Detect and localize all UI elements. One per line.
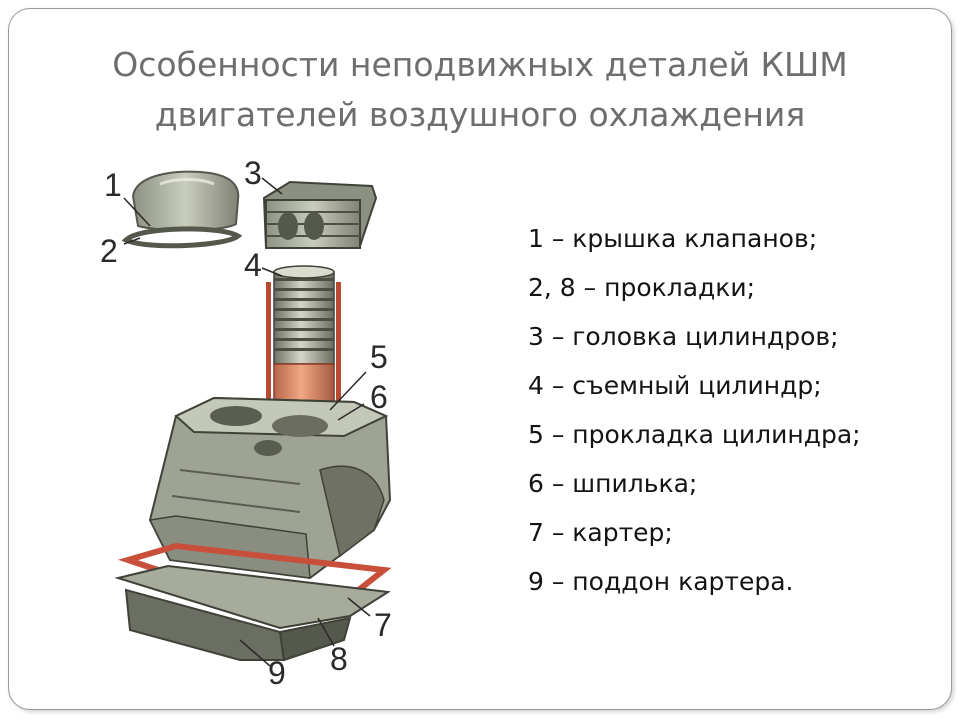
legend-item-2-8: 2, 8 – прокладки; (528, 273, 756, 302)
callout-6: 6 (370, 379, 388, 415)
legend-item-7: 7 – картер; (528, 518, 673, 547)
legend-item-6: 6 – шпилька; (528, 469, 698, 498)
callout-1: 1 (104, 167, 122, 203)
callout-8: 8 (330, 641, 348, 677)
callout-2: 2 (100, 233, 118, 269)
slide-title: Особенности неподвижных деталей КШМ двиг… (60, 40, 900, 140)
oil-pan (114, 564, 391, 662)
callout-leaders (123, 177, 371, 667)
legend-item-9: 9 – поддон картера. (528, 567, 794, 596)
valve-cover (131, 170, 240, 232)
legend-item-1: 1 – крышка клапанов; (528, 224, 818, 253)
callout-5: 5 (370, 339, 388, 375)
title-line-2: двигателей воздушного охлаждения (154, 95, 806, 134)
parts-legend: 1 – крышка клапанов; 2, 8 – прокладки; 3… (528, 214, 861, 606)
crankcase (148, 396, 392, 580)
title-line-1: Особенности неподвижных деталей КШМ (112, 45, 848, 84)
callout-9: 9 (268, 655, 286, 691)
cylinder-head (262, 180, 378, 250)
legend-item-4: 4 – съемный цилиндр; (528, 371, 822, 400)
removable-cylinder (273, 265, 335, 421)
legend-item-5: 5 – прокладка цилиндра; (528, 420, 861, 449)
callout-3: 3 (244, 155, 262, 191)
callout-4: 4 (244, 247, 262, 283)
valve-cover-gasket (121, 226, 243, 249)
legend-item-3: 3 – головка цилиндров; (528, 322, 839, 351)
callout-7: 7 (374, 607, 392, 643)
